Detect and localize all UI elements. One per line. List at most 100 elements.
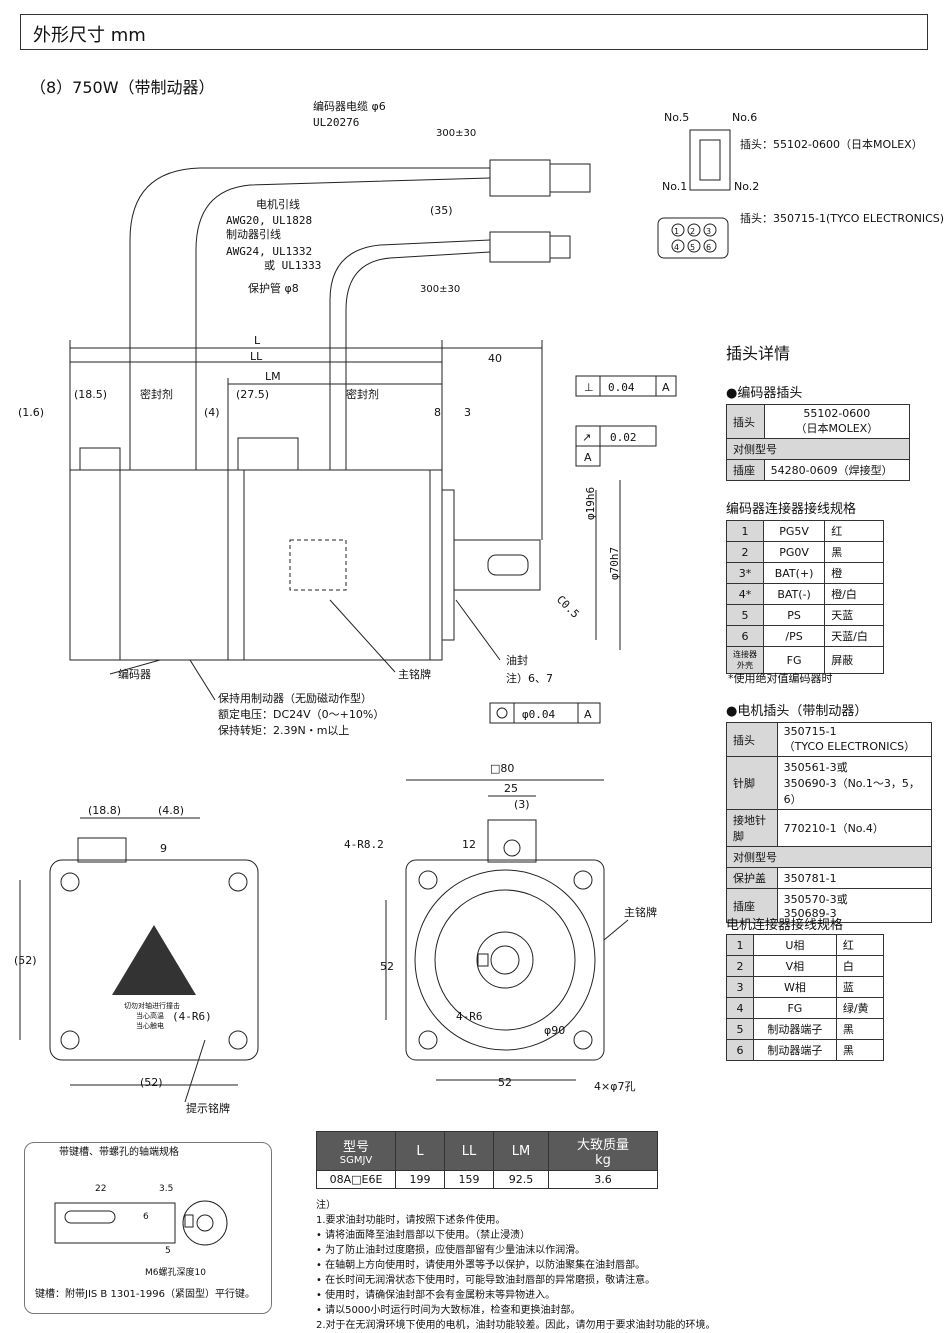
nameplate-label-2: 主铭牌	[624, 905, 657, 919]
runout-icon: ↗	[582, 431, 591, 444]
dim-52-h: 52	[498, 1076, 512, 1089]
dim-4: (4)	[204, 406, 220, 419]
motor-plug-title: ●电机插头（带制动器）	[726, 704, 868, 719]
cell: 3.6	[548, 1170, 658, 1189]
protect-tube-label: 保护管 φ8	[248, 281, 299, 295]
dim-40: 40	[488, 352, 502, 365]
dim-35: (35)	[430, 204, 453, 217]
cell: 插座	[726, 888, 778, 923]
cell: 保护盖	[726, 867, 778, 889]
inset-dim-22: 22	[95, 1184, 106, 1194]
cell: BAT(-)	[762, 583, 826, 605]
dim-52-v: 52	[380, 960, 394, 973]
inset-m6: M6螺孔深度10	[145, 1266, 206, 1278]
dim-1-6: (1.6)	[18, 406, 44, 419]
concentricity-icon	[496, 707, 508, 719]
brake-lead-label: 制动器引线	[226, 227, 281, 241]
encoder-wiring-title: 编码器连接器接线规格	[726, 502, 857, 517]
section-subtitle: （8）750W（带制动器）	[30, 78, 215, 97]
enc-cable-label: 编码器电缆 φ6	[313, 99, 386, 113]
inset-key-note: 键槽：附带JIS B 1301-1996（紧固型）平行键。	[35, 1289, 255, 1300]
note-line: 1.要求油封功能时，请按照下述条件使用。	[316, 1215, 506, 1226]
dim-phi-90: φ90	[544, 1024, 565, 1037]
cell: 天蓝/白	[824, 625, 884, 647]
dim-8: 8	[434, 406, 441, 419]
cell: 1	[726, 934, 754, 956]
concentricity-value: φ0.04	[522, 708, 555, 721]
motor-wiring-title: 电机连接器接线规格	[726, 918, 844, 933]
note-line: 2.对于在无润滑环境下使用的电机，油封功能较差。因此，请勿用于要求油封功能的环境…	[316, 1320, 716, 1331]
dim-L: L	[254, 334, 261, 347]
cell: 6	[726, 625, 764, 647]
sealant-label-1: 密封剂	[140, 387, 173, 401]
dim-27-5: (27.5)	[236, 388, 269, 401]
encoder-plug-title: ●编码器插头	[726, 386, 803, 401]
motor-lead-spec: AWG20, UL1828	[226, 214, 312, 227]
cell: 绿/黄	[835, 997, 885, 1019]
dim-LL: LL	[250, 350, 263, 363]
cell: 54280-0609（焊接型）	[763, 459, 911, 481]
radius-4-r8-2: 4-R8.2	[344, 838, 384, 851]
cell: 连接器外壳	[726, 646, 764, 674]
warning-plate-label: 提示铭牌	[186, 1101, 230, 1115]
shaft-end-inset: 带键槽、带螺孔的轴端规格 22 3.5 6 5 M6螺孔深度10 键槽：附带JI…	[24, 1142, 272, 1314]
cell: 199	[395, 1170, 445, 1189]
cell: 橙	[824, 562, 884, 584]
cell: 92.5	[493, 1170, 549, 1189]
inset-drawing: 22 3.5 6 5 M6螺孔深度10	[54, 1184, 228, 1278]
cell: 黑	[835, 1039, 885, 1061]
cell: BAT(+)	[762, 562, 826, 584]
conn-no2: No.2	[734, 180, 759, 193]
dim-25: 25	[504, 782, 518, 795]
cell: 5	[726, 1018, 754, 1040]
cell: 5	[726, 604, 764, 626]
conn-no5: No.5	[664, 111, 689, 124]
radius-4-r6-b: (4-R6)	[172, 1010, 212, 1023]
dim-12: 12	[462, 838, 476, 851]
note-line: • 为了防止油封过度磨损，应使唇部留有少量油沫以作润滑。	[316, 1245, 586, 1256]
radius-4-r6: 4-R6	[456, 1010, 483, 1023]
note-line: • 使用时，请确保油封部不会有金属粉末等异物进入。	[316, 1290, 556, 1301]
cell: 1	[726, 520, 764, 542]
cell: 红	[824, 520, 884, 542]
perpendicularity-value: 0.04	[608, 381, 635, 394]
brake-voltage: 额定电压：DC24V（0～+10%）	[218, 707, 384, 721]
pin-6: 6	[706, 243, 711, 252]
table-row: 4*BAT(-)橙/白	[726, 583, 884, 605]
runout-value: 0.02	[610, 431, 637, 444]
oil-seal-label: 油封	[506, 653, 528, 667]
cell: 3*	[726, 562, 764, 584]
inset-dim-5: 5	[165, 1246, 171, 1256]
perpendicularity-icon: ⊥	[584, 381, 594, 394]
cell: 橙/白	[824, 583, 884, 605]
cell: 350781-1	[776, 867, 933, 889]
datum-a-2: A	[584, 451, 592, 464]
encoder-plug-table: 插头 55102-0600（日本MOLEX） 对侧型号 插座 54280-060…	[726, 404, 911, 481]
conn-no1: No.1	[662, 180, 687, 193]
inset-title: 带键槽、带螺孔的轴端规格	[55, 1143, 183, 1158]
cell: 08A□E6E	[316, 1170, 396, 1189]
holes-label: 4×φ7孔	[594, 1080, 635, 1093]
conn-no6: No.6	[732, 111, 757, 124]
warning-text-3: 当心触电	[136, 1021, 164, 1030]
cell: 4*	[726, 583, 764, 605]
cell: 插头	[726, 404, 765, 439]
cell: 插头	[726, 722, 778, 757]
pin-2: 2	[690, 227, 695, 236]
oil-seal-note: 注）6、7	[506, 671, 553, 685]
cell: 6	[726, 1039, 754, 1061]
cell: 2	[726, 541, 764, 563]
